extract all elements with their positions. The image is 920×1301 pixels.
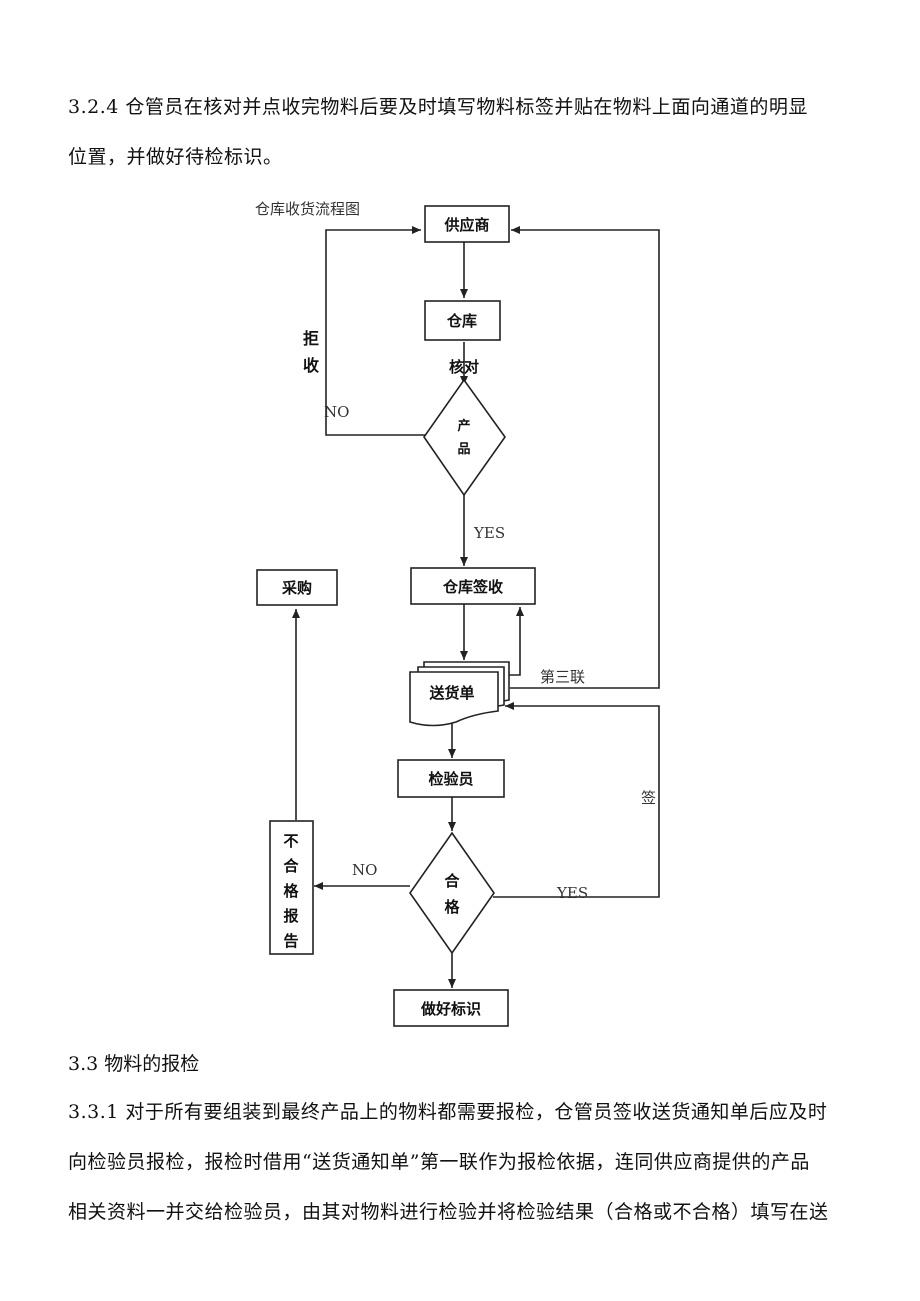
node-label: 供应商 [443,216,489,234]
node-label-top: 产 [457,418,470,434]
node-unqualified-report: 不 合 格 报 告 [269,820,314,955]
reject-label-1: 拒 [303,329,319,348]
node-supplier: 供应商 [424,205,510,243]
node-label-top: 合 [443,872,460,890]
node-label: 送货单 [428,684,474,702]
paragraph-line: 3.3.1 对于所有要组装到最终产品上的物料都需要报检，仓管员签收送货通知单后应… [68,1101,828,1123]
paragraph-line: 相关资料一并交给检验员，由其对物料进行检验并将检验结果（合格或不合格）填写在送 [68,1201,829,1223]
arrow-yes-sign-delivery-note [493,702,660,898]
flowchart-title: 仓库收货流程图 [255,200,360,218]
sign-label: 签 [641,789,656,807]
node-label-bottom: 品 [457,442,470,457]
node-label: 仓库签收 [442,578,503,596]
report-char: 合 [282,857,299,875]
node-warehouse-sign: 仓库签收 [410,567,536,605]
node-warehouse: 仓库 [424,300,501,341]
yes-label-qualified: YES [556,884,588,902]
node-label-bottom: 格 [444,898,460,916]
node-product-decision: 产 品 [423,378,506,497]
arrow-third-copy-to-supplier [510,226,660,689]
no-label-product: NO [324,403,349,421]
node-label: 检验员 [428,770,473,788]
paragraph-line: 向检验员报检，报检时借用“送货通知单”第一联作为报检依据，连同供应商提供的产品 [68,1151,810,1173]
report-char: 报 [283,907,298,925]
report-char: 不 [283,832,298,850]
arrow-delivery-note-to-sign [508,607,524,676]
node-delivery-note: 送货单 [409,661,510,727]
node-mark-done: 做好标识 [393,989,509,1027]
arrow-reject-to-supplier [325,226,425,436]
third-copy-label: 第三联 [540,668,585,686]
node-inspector: 检验员 [397,759,505,798]
no-label-qualified: NO [352,861,377,879]
report-char: 告 [283,932,298,950]
node-qualified-decision: 合 格 [409,831,495,955]
node-label: 仓库 [446,312,477,330]
section-3-3-1: 3.3.1 对于所有要组装到最终产品上的物料都需要报检，仓管员签收送货通知单后应… [68,1087,868,1237]
check-label: 核对 [449,358,479,376]
node-label: 做好标识 [420,1000,481,1018]
paragraph-line: 位置，并做好待检标识。 [68,146,283,168]
reject-label-2: 收 [303,356,319,375]
section-3-2-4: 3.2.4 仓管员在核对并点收完物料后要及时填写物料标签并贴在物料上面向通道的明… [68,82,868,182]
paragraph-line: 3.2.4 仓管员在核对并点收完物料后要及时填写物料标签并贴在物料上面向通道的明… [68,96,808,118]
section-3-3-heading: 3.3 物料的报检 [68,1053,200,1075]
yes-label-product: YES [473,524,505,542]
report-char: 格 [283,882,299,900]
node-label: 采购 [281,579,312,597]
connectors [292,226,660,988]
node-purchasing: 采购 [256,569,338,606]
